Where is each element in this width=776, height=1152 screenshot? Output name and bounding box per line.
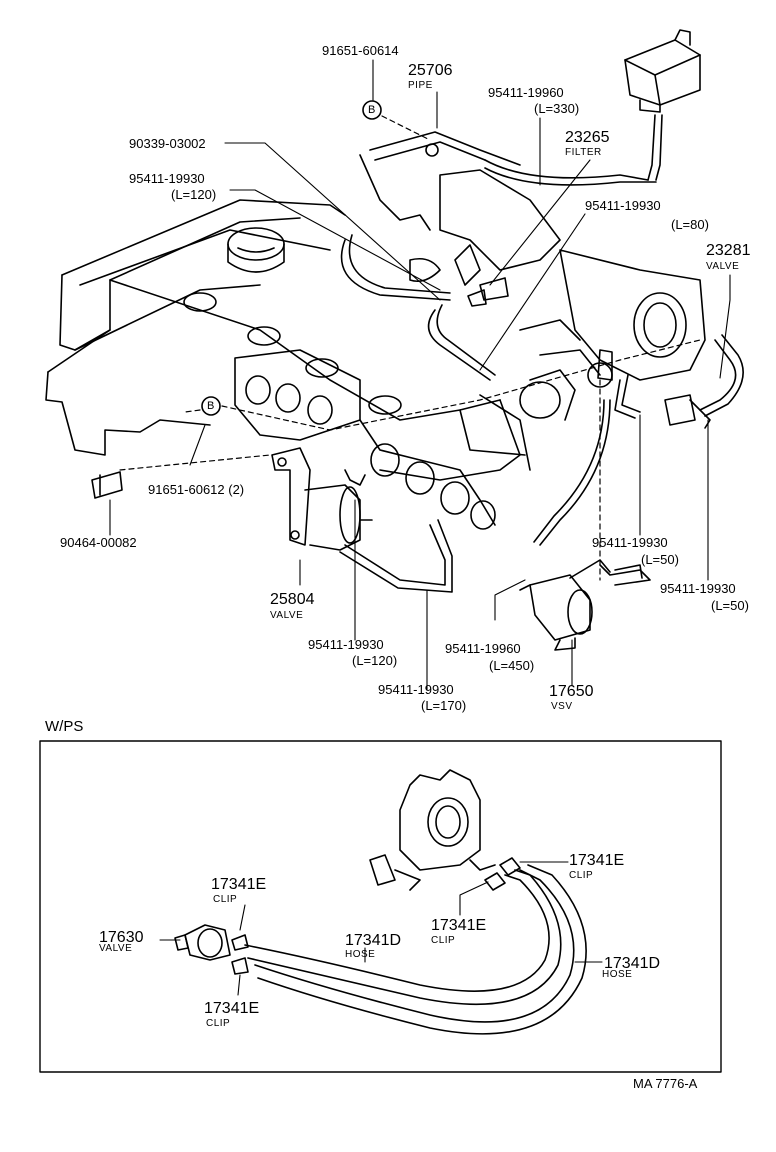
label-l170: (L=170) (421, 698, 467, 713)
label-25706: 25706 (408, 62, 453, 79)
valve-25804 (271, 447, 373, 551)
label-clip-bl: CLIP (206, 1018, 231, 1029)
wps-leader-lines (159, 861, 603, 996)
label-hose-a: HOSE (345, 949, 376, 960)
throttle-body (519, 249, 706, 421)
label-l50-a: (L=50) (641, 552, 679, 567)
dashed-reference-lines (119, 115, 701, 581)
label-17341e-tl: 17341E (211, 876, 267, 893)
b-marker-top (362, 100, 382, 120)
label-95411-19930-d: 95411-19930 (660, 581, 736, 596)
label-17341d-a: 17341D (345, 932, 402, 949)
wps-hoses (244, 864, 587, 1035)
label-90464-00082: 90464-00082 (60, 535, 137, 550)
label-95411-19930-a: 95411-19930 (129, 171, 205, 186)
label-17341e-mid: 17341E (431, 917, 487, 934)
wps-valve-17630 (174, 924, 249, 975)
label-clip-tl: CLIP (213, 894, 238, 905)
label-17341e-tr: 17341E (569, 852, 625, 869)
label-l80: (L=80) (671, 217, 709, 232)
label-hose-b: HOSE (602, 969, 633, 980)
canister (624, 29, 701, 181)
label-clip-tr: CLIP (569, 870, 594, 881)
label-pipe: PIPE (408, 80, 433, 91)
hoses (339, 159, 744, 593)
label-l330: (L=330) (534, 101, 580, 116)
label-l120-b: (L=120) (352, 653, 398, 668)
label-filter: FILTER (565, 147, 602, 158)
leader-lines (109, 59, 731, 691)
label-95411-19960-b: 95411-19960 (445, 641, 521, 656)
wps-clips (484, 857, 521, 891)
label-l50-b: (L=50) (711, 598, 749, 613)
label-17341d-b: 17341D (604, 955, 661, 972)
label-l450: (L=450) (489, 658, 535, 673)
label-90339-03002: 90339-03002 (129, 136, 206, 151)
label-b-top: B (368, 104, 376, 116)
label-25804: 25804 (270, 591, 315, 608)
label-valve-25804: VALVE (270, 610, 304, 621)
label-l120-a: (L=120) (171, 187, 217, 202)
label-17630: 17630 (99, 929, 144, 946)
top-pipe-assembly (359, 131, 561, 307)
label-23265: 23265 (565, 129, 610, 146)
label-95411-19930-e: 95411-19930 (308, 637, 384, 652)
label-91651-60612: 91651-60612 (2) (148, 482, 245, 497)
label-17650: 17650 (549, 683, 594, 700)
cylinder-head-cover (45, 199, 526, 481)
label-95411-19930-f: 95411-19930 (378, 682, 454, 697)
label-95411-19930-b: 95411-19930 (585, 198, 661, 213)
label-valve-23281: VALVE (706, 261, 740, 272)
wps-box (39, 740, 722, 1073)
label-wps: W/PS (45, 718, 84, 735)
label-clip-mid: CLIP (431, 935, 456, 946)
wps-throttle-body (369, 769, 496, 891)
label-91651-60614: 91651-60614 (322, 43, 399, 58)
reference-code: MA 7776-A (633, 1076, 698, 1091)
label-b-mid: B (207, 400, 215, 412)
valve-23281 (587, 349, 696, 426)
label-17341e-bl: 17341E (204, 1000, 260, 1017)
label-23281: 23281 (706, 242, 751, 259)
label-vsv: VSV (551, 701, 573, 712)
label-95411-19930-c: 95411-19930 (592, 535, 668, 550)
clip-90464 (91, 471, 123, 499)
label-95411-19960-a: 95411-19960 (488, 85, 564, 100)
vsv-17650 (519, 559, 651, 651)
b-marker-mid (201, 396, 221, 416)
label-valve-17630: VALVE (99, 943, 133, 954)
